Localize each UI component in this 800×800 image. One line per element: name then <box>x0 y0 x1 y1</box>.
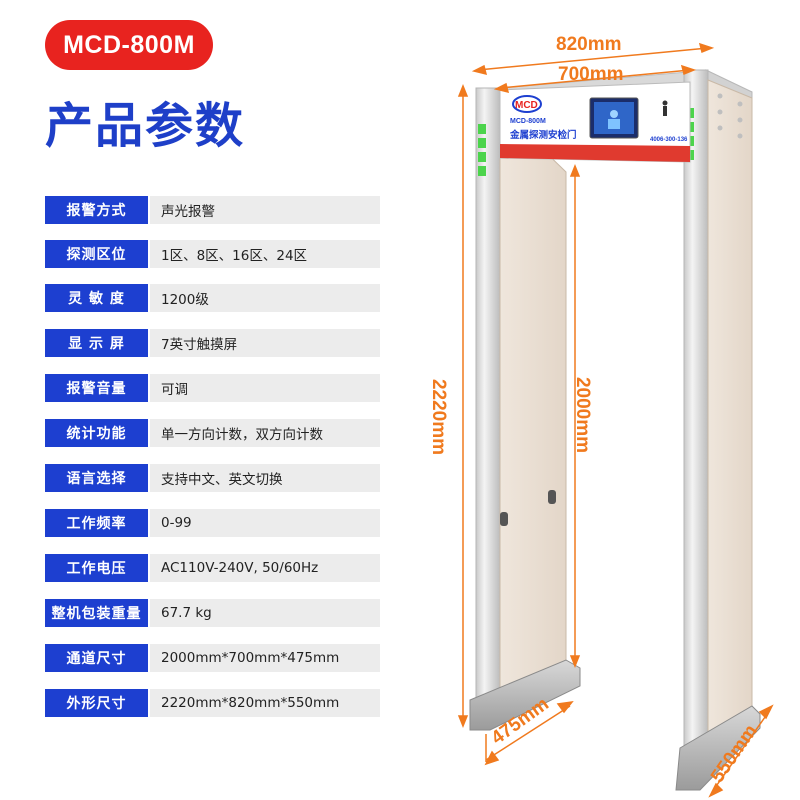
sensor-right <box>548 490 556 504</box>
spec-label: 显 示 屏 <box>45 329 148 357</box>
spec-label: 统计功能 <box>45 419 148 447</box>
spec-row: 工作电压 AC110V-240V, 50/60Hz <box>45 554 380 582</box>
header-product-name: 金属探测安检门 <box>509 129 577 141</box>
spec-row: 整机包装重量 67.7 kg <box>45 599 380 627</box>
spec-row: 报警音量 可调 <box>45 374 380 402</box>
header-model-text: MCD-800M <box>510 118 546 125</box>
spec-label: 通道尺寸 <box>45 644 148 672</box>
spec-value: 0-99 <box>150 509 380 537</box>
sensor-left <box>500 512 508 526</box>
left-base-foot <box>469 659 581 731</box>
spec-value: 可调 <box>150 374 380 402</box>
spec-row: 统计功能 单一方向计数，双方向计数 <box>45 419 380 447</box>
header-hotline: 4006-300-136 <box>650 137 688 143</box>
spec-value: 1区、8区、16区、24区 <box>150 240 380 268</box>
spec-label: 整机包装重量 <box>45 599 148 627</box>
spec-value: AC110V-240V, 50/60Hz <box>150 554 380 582</box>
spec-value: 7英寸触摸屏 <box>150 329 380 357</box>
spec-row: 外形尺寸 2220mm*820mm*550mm <box>45 689 380 717</box>
indicator-lights-left <box>478 124 486 176</box>
spec-label: 工作频率 <box>45 509 148 537</box>
header-red-stripe <box>500 144 690 162</box>
spec-value: 2000mm*700mm*475mm <box>150 644 380 672</box>
dim-inner-width: 700mm <box>558 64 624 85</box>
right-pillar <box>683 69 709 761</box>
left-pillar <box>475 87 501 707</box>
spec-value: 支持中文、英文切换 <box>150 464 380 492</box>
spec-row: 通道尺寸 2000mm*700mm*475mm <box>45 644 380 672</box>
spec-label: 探测区位 <box>45 240 148 268</box>
left-panel <box>499 106 567 705</box>
spec-label: 报警音量 <box>45 374 148 402</box>
spec-row: 显 示 屏 7英寸触摸屏 <box>45 329 380 357</box>
dim-outer-height: 2220mm <box>428 378 450 456</box>
dimension-lines <box>457 42 774 798</box>
spec-label: 报警方式 <box>45 196 148 224</box>
panel-screws <box>717 93 743 139</box>
spec-row: 报警方式 声光报警 <box>45 196 380 224</box>
spec-value: 2220mm*820mm*550mm <box>150 689 380 717</box>
body-silhouette-icon <box>662 100 668 116</box>
spec-value: 声光报警 <box>150 196 380 224</box>
dim-outer-width: 820mm <box>556 34 622 55</box>
svg-text:MCD: MCD <box>515 100 538 111</box>
spec-label: 工作电压 <box>45 554 148 582</box>
spec-label: 语言选择 <box>45 464 148 492</box>
page-title: 产品参数 <box>45 98 246 154</box>
spec-value: 单一方向计数，双方向计数 <box>150 419 380 447</box>
spec-label: 灵 敏 度 <box>45 284 148 312</box>
right-panel <box>707 79 753 750</box>
dim-inner-height: 2000mm <box>572 376 594 454</box>
spec-row: 工作频率 0-99 <box>45 509 380 537</box>
spec-row: 灵 敏 度 1200级 <box>45 284 380 312</box>
right-base-foot <box>675 705 761 791</box>
spec-value: 67.7 kg <box>150 599 380 627</box>
brand-logo-icon: MCD <box>512 95 542 113</box>
spec-row: 探测区位 1区、8区、16区、24区 <box>45 240 380 268</box>
model-badge: MCD-800M <box>45 20 213 70</box>
spec-value: 1200级 <box>150 284 380 312</box>
spec-row: 语言选择 支持中文、英文切换 <box>45 464 380 492</box>
spec-label: 外形尺寸 <box>45 689 148 717</box>
